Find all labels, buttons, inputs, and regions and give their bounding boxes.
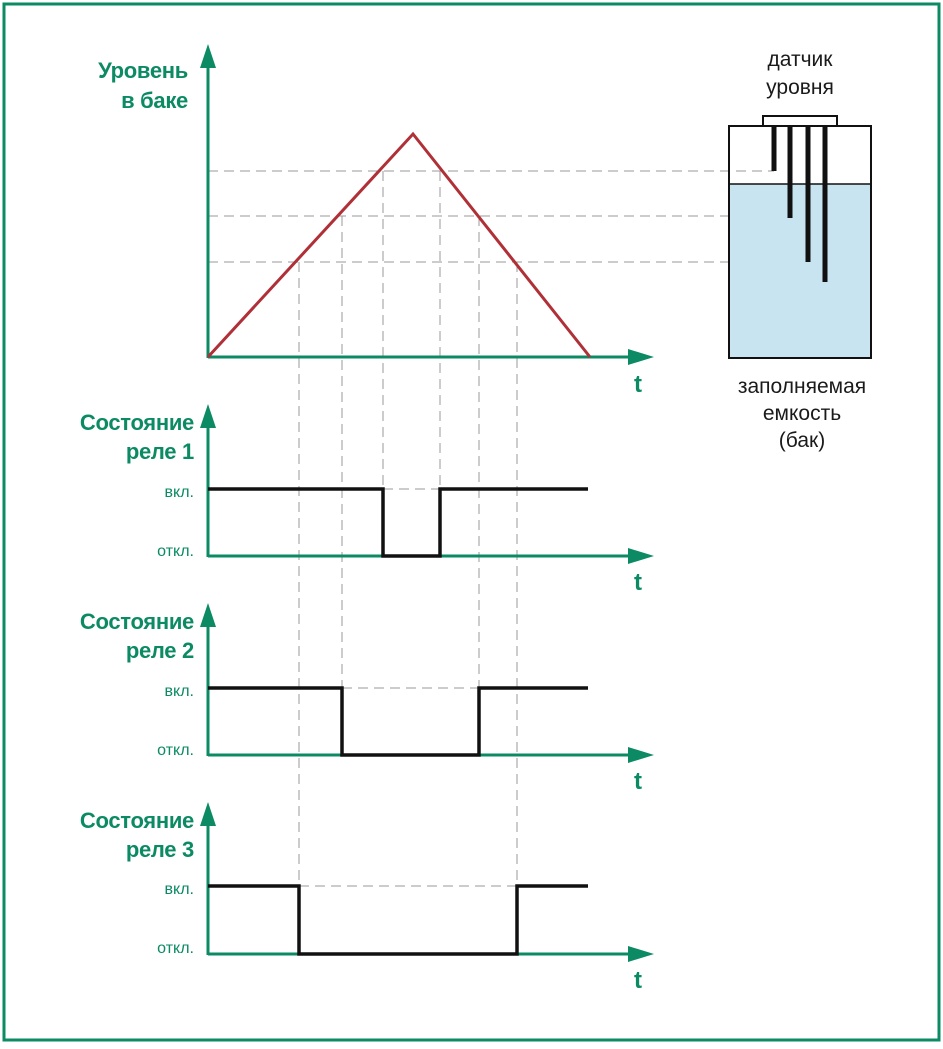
relay2-signal xyxy=(208,686,588,757)
relay2-label-line1: Состояние xyxy=(80,609,194,634)
relay1-label-line1: Состояние xyxy=(80,410,194,435)
relay3-x-arrow xyxy=(628,946,654,962)
relay2-x-arrow xyxy=(628,747,654,763)
relay1-signal xyxy=(208,487,588,558)
level-chart: Уровень в баке t xyxy=(98,44,654,398)
relay2-off-label: откл. xyxy=(157,742,194,759)
level-xlabel: t xyxy=(634,371,642,398)
relay3-y-arrow xyxy=(200,802,216,826)
relay3-xlabel: t xyxy=(634,967,642,994)
horizontal-guides xyxy=(208,170,808,887)
tank-label-line1: заполняемая xyxy=(738,375,866,398)
relay3-label-line2: реле 3 xyxy=(126,837,194,862)
relay3-label-line1: Состояние xyxy=(80,808,194,833)
relay2-y-arrow xyxy=(200,603,216,627)
level-ylabel-line2: в баке xyxy=(121,88,188,113)
tank-label-line2: емкость xyxy=(763,402,841,425)
relay1-xlabel: t xyxy=(634,569,642,596)
vertical-guides xyxy=(298,171,518,955)
level-x-arrow xyxy=(628,349,654,365)
tank-label-line3: (бак) xyxy=(779,429,825,452)
sensor-label-line1: датчик xyxy=(768,48,834,71)
relay3-signal xyxy=(208,884,588,956)
tank-illustration: датчик уровня заполняемая емкость (бак) xyxy=(728,48,872,452)
level-ylabel-line1: Уровень xyxy=(98,58,188,83)
relay2-label-line2: реле 2 xyxy=(126,638,194,663)
relay1-on-label: вкл. xyxy=(165,484,194,501)
relay1-chart: Состояние реле 1 вкл. откл. t xyxy=(80,404,654,596)
relay3-off-label: откл. xyxy=(157,940,194,957)
level-curve xyxy=(206,131,592,359)
relay2-on-label: вкл. xyxy=(165,683,194,700)
sensor-label-line2: уровня xyxy=(766,76,834,99)
relay3-chart: Состояние реле 3 вкл. откл. t xyxy=(80,802,654,994)
tank-water xyxy=(729,184,871,358)
relay1-off-label: откл. xyxy=(157,543,194,560)
relay3-on-label: вкл. xyxy=(165,881,194,898)
relay2-xlabel: t xyxy=(634,768,642,795)
relay1-x-arrow xyxy=(628,548,654,564)
sensor-head xyxy=(762,115,838,127)
level-y-arrow xyxy=(200,44,216,68)
relay1-label-line2: реле 1 xyxy=(126,439,194,464)
relay1-y-arrow xyxy=(200,404,216,428)
relay2-chart: Состояние реле 2 вкл. откл. t xyxy=(80,603,654,795)
